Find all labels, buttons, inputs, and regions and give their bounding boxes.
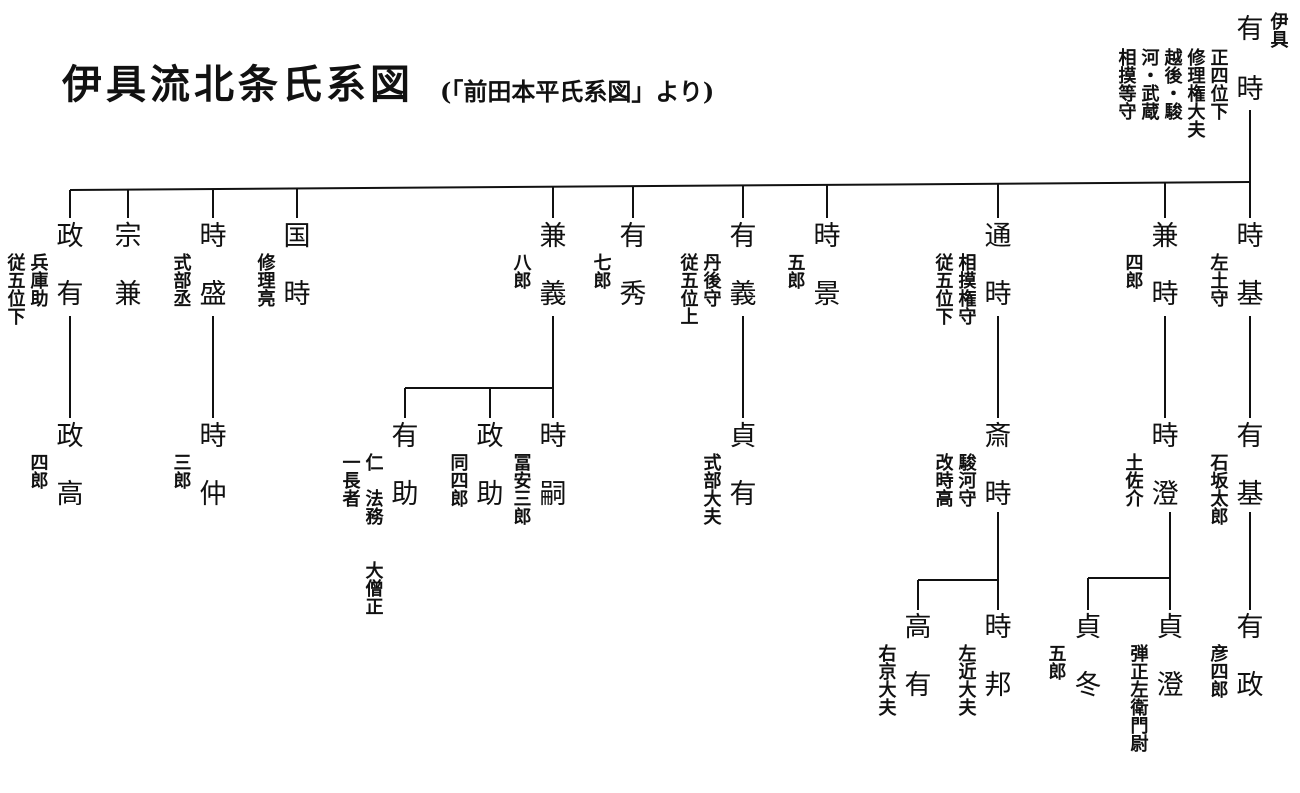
person-annotation: 駿河守 bbox=[955, 453, 977, 507]
person-annotation: 修理亮 bbox=[254, 253, 276, 307]
person-annotation: 従五位上 bbox=[677, 253, 699, 325]
person-annotation: 兵庫助 bbox=[27, 253, 49, 307]
person-annotation: 左近大夫 bbox=[955, 644, 977, 716]
person-annotation: 右京大夫 bbox=[875, 644, 897, 716]
person-annotation: 土佐介 bbox=[1122, 453, 1144, 507]
person-name-char: 時 bbox=[984, 279, 1012, 310]
person-name-char: 基 bbox=[1236, 479, 1264, 510]
diagram-subtitle: (「前田本平氏系図」より) bbox=[440, 77, 715, 106]
person-name-char: 冬 bbox=[1074, 670, 1102, 701]
person-name-char: 高 bbox=[56, 479, 84, 510]
person-name-char: 兼 bbox=[114, 279, 142, 310]
person-annotation: 丹後守 bbox=[700, 253, 722, 307]
person-name-char: 政 bbox=[1236, 670, 1264, 701]
person-name-char: 時 bbox=[813, 221, 841, 252]
person-annotation: 三郎 bbox=[170, 453, 192, 489]
person-name-char: 通 bbox=[984, 221, 1012, 252]
person-name-char: 有 bbox=[1236, 14, 1264, 45]
person-annotation: 五郎 bbox=[784, 253, 806, 289]
person-annotation: 冨安三郎 bbox=[510, 453, 532, 525]
diagram-title: 伊具流北条氏系図 bbox=[62, 61, 414, 108]
person-name-char: 時 bbox=[199, 421, 227, 452]
person-name-char: 政 bbox=[476, 421, 504, 452]
person-name-char: 兼 bbox=[539, 221, 567, 252]
person-name-char: 時 bbox=[1151, 421, 1179, 452]
person-annotation: 一長者 bbox=[339, 453, 361, 507]
person-name-char: 有 bbox=[619, 221, 647, 252]
person-name-char: 義 bbox=[729, 279, 757, 310]
person-annotation: 四郎 bbox=[27, 453, 49, 489]
person-name-char: 貞 bbox=[729, 421, 757, 452]
person-annotation: 越後・駿 bbox=[1161, 48, 1183, 120]
person-annotation: 式部大夫 bbox=[700, 453, 722, 525]
person-annotation: 石坂太郎 bbox=[1207, 453, 1229, 525]
person-annotation: 改時高 bbox=[932, 453, 954, 507]
person-name-char: 国 bbox=[283, 221, 311, 252]
person-annotation: 従五位下 bbox=[4, 253, 26, 325]
person-name-char: 義 bbox=[539, 279, 567, 310]
person-name-char: 有 bbox=[1236, 421, 1264, 452]
person-name-char: 澄 bbox=[1151, 479, 1179, 510]
person-name-char: 宗 bbox=[114, 221, 142, 252]
person-name-char: 澄 bbox=[1156, 670, 1184, 701]
person-name-char: 盛 bbox=[199, 279, 227, 310]
person-name-char: 斎 bbox=[984, 421, 1012, 452]
person-name-char: 有 bbox=[904, 670, 932, 701]
person-name-char: 高 bbox=[904, 612, 932, 643]
person-name-char: 貞 bbox=[1156, 612, 1184, 643]
person-annotation: 相摸等守 bbox=[1115, 48, 1137, 120]
person-name-char: 景 bbox=[813, 279, 841, 310]
person-name-char: 基 bbox=[1236, 279, 1264, 310]
person-name-char: 嗣 bbox=[539, 479, 567, 510]
person-name-char: 時 bbox=[1236, 221, 1264, 252]
person-name-char: 有 bbox=[729, 479, 757, 510]
person-name-char: 政 bbox=[56, 421, 84, 452]
person-name-char: 有 bbox=[391, 421, 419, 452]
person-annotation: 八郎 bbox=[510, 253, 532, 289]
person-name-char: 時 bbox=[539, 421, 567, 452]
person-name-char: 貞 bbox=[1074, 612, 1102, 643]
house-label: 伊具 bbox=[1267, 12, 1289, 48]
person-name-char: 時 bbox=[199, 221, 227, 252]
main-sibling-line bbox=[69, 181, 1251, 191]
person-annotation: 弾正左衛門尉 bbox=[1127, 644, 1149, 752]
person-annotation: 七郎 bbox=[590, 253, 612, 289]
person-name-char: 助 bbox=[476, 479, 504, 510]
person-name-char: 時 bbox=[1151, 279, 1179, 310]
person-name-char: 邦 bbox=[984, 670, 1012, 701]
person-name-char: 有 bbox=[56, 279, 84, 310]
person-annotation: 左土守 bbox=[1207, 253, 1229, 307]
person-name-char: 秀 bbox=[619, 279, 647, 310]
person-annotation: 修理権大夫 bbox=[1184, 48, 1206, 138]
person-name-char: 時 bbox=[1236, 74, 1264, 105]
person-annotation: 五郎 bbox=[1045, 644, 1067, 680]
person-annotation: 同四郎 bbox=[447, 453, 469, 507]
person-name-char: 時 bbox=[984, 612, 1012, 643]
person-name-char: 時 bbox=[984, 479, 1012, 510]
person-annotation: 式部丞 bbox=[170, 253, 192, 307]
person-annotation: 正四位下 bbox=[1207, 48, 1229, 120]
person-name-char: 政 bbox=[56, 221, 84, 252]
person-annotation: 仁 法務 大僧正 bbox=[362, 453, 384, 615]
person-annotation: 相摸権守 bbox=[955, 253, 977, 325]
person-name-char: 時 bbox=[283, 279, 311, 310]
person-annotation: 彦四郎 bbox=[1207, 644, 1229, 698]
person-name-char: 有 bbox=[729, 221, 757, 252]
person-annotation: 四郎 bbox=[1122, 253, 1144, 289]
person-name-char: 兼 bbox=[1151, 221, 1179, 252]
person-name-char: 助 bbox=[391, 479, 419, 510]
person-annotation: 従五位下 bbox=[932, 253, 954, 325]
person-name-char: 仲 bbox=[199, 479, 227, 510]
person-name-char: 有 bbox=[1236, 612, 1264, 643]
person-annotation: 河・武蔵 bbox=[1138, 48, 1160, 120]
